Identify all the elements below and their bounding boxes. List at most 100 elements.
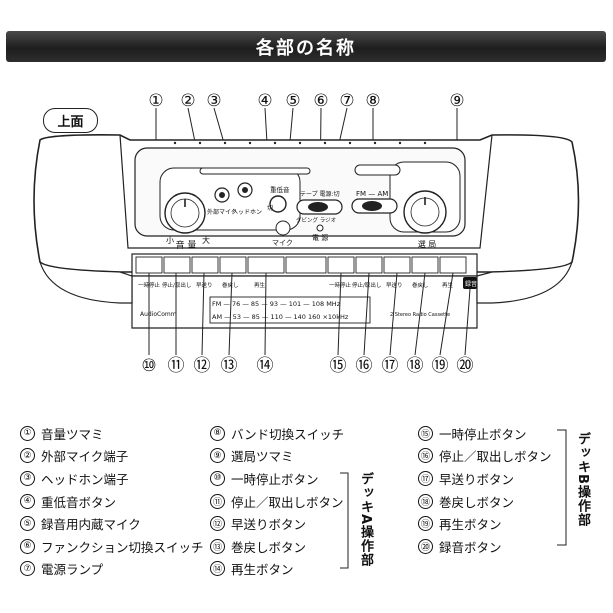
callout-12: ⑫ — [194, 356, 211, 376]
legend-num: ⑬ — [210, 538, 225, 554]
legend-text: 早送りボタン — [439, 471, 515, 487]
legend-num: ⑪ — [210, 493, 225, 509]
callout-15: ⑮ — [330, 356, 347, 376]
callout-11: ⑪ — [168, 356, 185, 376]
legend-num: ⑯ — [418, 448, 433, 464]
legend-num: ② — [20, 448, 35, 464]
callout-5: ⑤ — [285, 91, 300, 111]
deck-b-group-label: デッキB操作部 — [575, 432, 590, 527]
deck-a-group-label: デッキA操作部 — [358, 472, 373, 568]
callout-17: ⑰ — [382, 356, 399, 376]
callout-20: ⑳ — [457, 356, 474, 376]
legend-item: ⑱ 巻戻しボタン — [418, 490, 552, 513]
legend-item: ⑫ 早送りボタン — [210, 512, 344, 535]
mic-grill — [275, 220, 291, 236]
legend-num: ⑳ — [418, 538, 433, 554]
boombox-body — [33, 134, 580, 329]
antenna — [199, 167, 311, 175]
callout-4: ④ — [257, 91, 272, 111]
legend-num: ⑭ — [210, 561, 225, 577]
legend-item: ⑯ 停止／取出しボタン — [418, 445, 552, 468]
deck-b-bracket — [557, 429, 567, 546]
legend-item: ⑨ 選局ツマミ — [210, 445, 344, 468]
power-lamp — [316, 224, 324, 232]
legend-item: ⑮ 一時停止ボタン — [418, 422, 552, 445]
deck-b-key-3: 巻戻し — [412, 281, 429, 289]
band-label: FM — AM — [356, 190, 388, 198]
volume-max-label: 大 — [202, 235, 210, 245]
legend-text: 外部マイク端子 — [41, 449, 129, 465]
legend-text: 電源ランプ — [41, 562, 104, 578]
legend-text: 再生ボタン — [439, 517, 502, 533]
legend-num: ⑫ — [210, 516, 225, 532]
deck-a-key-2: 早送り — [196, 281, 213, 289]
legend-item: ② 外部マイク端子 — [20, 445, 204, 468]
legend-text: 再生ボタン — [231, 562, 294, 578]
bass-off-label: 切 — [267, 205, 273, 212]
legend-text: 巻戻しボタン — [231, 539, 307, 555]
legend-text: 重低音ボタン — [41, 494, 117, 510]
legend-num: ① — [20, 425, 35, 441]
deck-a-key-3: 巻戻し — [222, 281, 239, 289]
callout-18: ⑱ — [407, 356, 424, 376]
deck-a-key-1: 停止/取出し — [162, 281, 191, 289]
deck-a-bracket — [340, 472, 349, 569]
legend-text: 一時停止ボタン — [231, 471, 319, 487]
legend-item: ⑩ 一時停止ボタン — [210, 467, 344, 490]
legend-text: 録音用内蔵マイク — [41, 517, 141, 533]
power-label: 電 源 — [312, 233, 328, 242]
legend-num: ⑧ — [210, 425, 225, 441]
deck-b-key-1: 停止/取出し — [352, 281, 381, 289]
legend-num: ⑦ — [20, 561, 35, 577]
legend-text: 早送りボタン — [231, 517, 307, 533]
legend-text: 録音ボタン — [439, 539, 502, 555]
legend-num: ⑨ — [210, 448, 225, 464]
legend-num: ⑮ — [418, 425, 433, 441]
legend-text: 巻戻しボタン — [439, 494, 515, 510]
legend-num: ⑩ — [210, 470, 225, 486]
callout-7: ⑦ — [339, 91, 354, 111]
legend-text: 一時停止ボタン — [439, 426, 527, 442]
fm-scale: FM — 76 — 85 — 93 — 101 — 108 MHz — [212, 300, 341, 308]
callout-3: ③ — [206, 91, 221, 111]
bottom-leader-lines — [148, 272, 471, 356]
legend-item: ⑤ 録音用内蔵マイク — [20, 512, 204, 535]
legend-text: ヘッドホン端子 — [41, 471, 129, 487]
legend-item: ⑦ 電源ランプ — [20, 558, 204, 581]
legend-num: ④ — [20, 493, 35, 509]
page-title: 各部の名称 — [6, 31, 606, 62]
legend-item: ⑰ 早送りボタン — [418, 467, 552, 490]
volume-min-label: 小 — [166, 236, 174, 245]
function-sub-label: ダビング ラジオ — [296, 216, 336, 224]
legend-item: ⑭ 再生ボタン — [210, 558, 344, 581]
callout-1: ① — [148, 91, 163, 111]
callout-16: ⑯ — [356, 356, 373, 376]
callout-14: ⑭ — [257, 356, 274, 376]
tuning-knob — [403, 190, 447, 234]
top-callouts: ① ② ③ ④ ⑤ ⑥ ⑦ ⑧ ⑨ — [148, 91, 464, 111]
deck-b-key-4: 再生 — [442, 281, 454, 289]
volume-label: 音 量 — [176, 239, 197, 251]
legend-text: 音量ツマミ — [41, 426, 104, 442]
legend-text: ファンクション切換スイッチ — [41, 539, 204, 555]
legend-text: バンド切換スイッチ — [231, 426, 345, 442]
bass-label: 重低音 — [270, 185, 290, 194]
legend-item: ① 音量ツマミ — [20, 422, 204, 445]
legend-num: ⑰ — [418, 470, 433, 486]
legend-text: 停止／取出しボタン — [439, 449, 552, 465]
legend-item: ⑳ 録音ボタン — [418, 535, 552, 558]
legend-num: ⑱ — [418, 493, 433, 509]
bottom-callouts: ⑩ ⑪ ⑫ ⑬ ⑭ ⑮ ⑯ ⑰ ⑱ ⑲ ⑳ — [141, 356, 473, 376]
legend-num: ⑤ — [20, 516, 35, 532]
callout-13: ⑬ — [221, 356, 238, 376]
headphone-label: ヘッドホン — [232, 209, 262, 216]
callout-2: ② — [180, 91, 195, 111]
legend-item: ⑬ 巻戻しボタン — [210, 535, 344, 558]
am-scale: AM — 53 — 85 — 110 — 140 160 ×10kHz — [212, 313, 349, 321]
legend-text: 選局ツマミ — [231, 449, 294, 465]
callout-6: ⑥ — [313, 91, 328, 111]
